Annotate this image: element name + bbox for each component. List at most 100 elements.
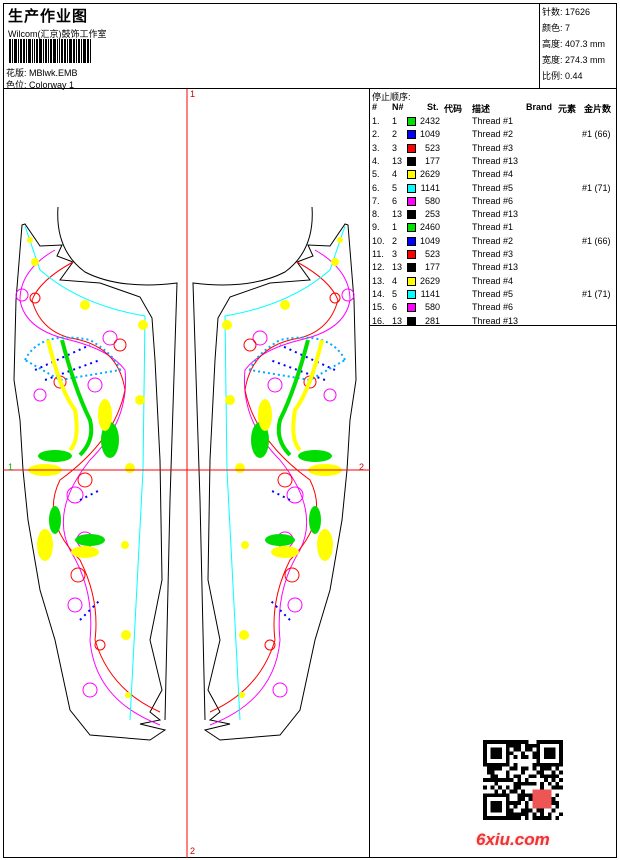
row-needle: 5 <box>392 288 398 299</box>
barcode-bar <box>45 39 47 63</box>
row-needle: 5 <box>392 182 398 193</box>
color-swatch <box>407 236 416 246</box>
design-preview: 1 1 2 2 <box>3 89 370 858</box>
row-index: 14. <box>372 288 385 299</box>
barcode-bar <box>67 39 68 63</box>
table-row: 5. 4 2629 Thread #4 <box>370 168 617 181</box>
row-needle: 13 <box>392 315 403 326</box>
barcode-bar <box>36 39 38 63</box>
row-index: 13. <box>372 275 385 286</box>
table-row: 13. 4 2629 Thread #4 <box>370 275 617 288</box>
barcode-bar <box>20 39 22 63</box>
stop-sequence-caption: 停止顺序: <box>372 92 411 102</box>
row-stitches: 580 <box>424 195 440 206</box>
row-description: Thread #13 <box>472 209 519 220</box>
row-stitches: 2432 <box>419 116 440 126</box>
row-description: Thread #2 <box>472 129 514 140</box>
barcode-bar <box>14 39 17 63</box>
table-row: 14. 5 1141 Thread #5 #1 (71) <box>370 288 617 301</box>
axis-label-top: 1 <box>190 89 196 99</box>
row-stitches: 2460 <box>419 222 440 233</box>
row-stitches: 281 <box>424 315 440 326</box>
row-stitches: 1049 <box>419 129 440 140</box>
col-brand: Brand <box>526 102 553 112</box>
row-needle: 2 <box>392 129 398 140</box>
row-needle: 13 <box>392 262 403 273</box>
table-row: 16. 13 281 Thread #13 <box>370 315 617 328</box>
page-frame <box>3 3 617 858</box>
barcode-bar <box>57 39 58 63</box>
barcode-bar <box>81 39 82 63</box>
design-file: 花版: MBlwk.EMB <box>6 66 78 79</box>
row-needle: 13 <box>392 209 403 220</box>
row-description: Thread #5 <box>472 288 514 299</box>
row-needle: 4 <box>392 169 398 180</box>
row-index: 2. <box>372 129 380 140</box>
row-index: 9. <box>372 222 380 233</box>
row-description: Thread #4 <box>472 275 514 286</box>
color-swatch <box>407 303 416 313</box>
table-row: 10. 2 1049 Thread #2 #1 (66) <box>370 235 617 248</box>
row-stitches: 1141 <box>420 182 440 193</box>
colorway: 色位: Colorway 1 <box>6 78 74 91</box>
header: 生产作业图 Wilcom(汇京)鼓饰工作室 花版: MBlwk.EMB 色位: … <box>3 3 617 91</box>
color-swatch <box>407 156 416 166</box>
row-description: Thread #1 <box>472 222 514 233</box>
barcode-bar <box>28 39 31 63</box>
barcode-bar <box>50 39 52 63</box>
colorway-label: 色位: <box>6 80 27 90</box>
col-description: 描述 <box>472 104 491 114</box>
row-description: Thread #6 <box>472 302 514 313</box>
row-needle: 3 <box>392 249 398 259</box>
info-height: 高度: 407.3 mm <box>542 39 606 49</box>
table-row: 8. 13 253 Thread #13 <box>370 208 617 221</box>
colorway-value: Colorway 1 <box>29 80 75 90</box>
row-needle: 2 <box>392 235 398 246</box>
barcode <box>9 39 104 63</box>
row-stitches: 177 <box>424 262 440 273</box>
barcode-bar <box>12 39 13 63</box>
stop-sequence-table: 停止顺序: # N# St. 代码 描述 Brand 元素 金片数 1. 1 2… <box>370 89 617 326</box>
row-needle: 1 <box>392 222 398 233</box>
axis-label-left: 1 <box>8 462 14 472</box>
col-element: 元素 <box>558 104 577 114</box>
row-index: 3. <box>372 142 380 153</box>
row-index: 5. <box>372 169 380 180</box>
table-row: 1. 1 2432 Thread #1 <box>370 115 617 128</box>
color-swatch <box>407 276 416 286</box>
company-name: Wilcom(汇京)鼓饰工作室 <box>8 29 107 39</box>
row-stitches: 523 <box>424 249 440 259</box>
table-row: 15. 6 580 Thread #6 <box>370 301 617 314</box>
row-stitches: 253 <box>424 209 440 220</box>
row-description: Thread #13 <box>472 262 519 273</box>
row-stitches: 580 <box>424 302 440 313</box>
row-needle: 1 <box>392 116 398 126</box>
table-row: 11. 3 523 Thread #3 <box>370 248 617 261</box>
row-stitches: 1049 <box>419 235 440 246</box>
axis-label-bottom: 2 <box>190 846 196 856</box>
embroidery-drawing <box>3 89 370 858</box>
info-colors: 颜色: 7 <box>542 23 571 33</box>
row-stitches: 177 <box>424 155 440 166</box>
barcode-bar <box>59 39 60 63</box>
row-stitches: 523 <box>424 142 440 153</box>
row-index: 7. <box>372 195 380 206</box>
design-info: 针数: 17626 颜色: 7 高度: 407.3 mm 宽度: 274.3 m… <box>539 3 617 88</box>
color-swatch <box>407 250 416 259</box>
page-title: 生产作业图 <box>8 8 89 25</box>
row-index: 11. <box>372 249 384 259</box>
table-row: 2. 2 1049 Thread #2 #1 (66) <box>370 128 617 141</box>
row-index: 10. <box>372 235 385 246</box>
row-index: 6. <box>372 182 380 193</box>
col-stitches: St. <box>427 102 439 112</box>
barcode-bar <box>78 39 80 63</box>
barcode-bar <box>83 39 86 63</box>
barcode-bar <box>32 39 33 63</box>
color-swatch <box>407 117 416 126</box>
row-index: 8. <box>372 209 380 220</box>
mirrored-piece <box>191 205 358 742</box>
table-row: 9. 1 2460 Thread #1 <box>370 221 617 234</box>
table-row: 7. 6 580 Thread #6 <box>370 195 617 208</box>
col-sequins: 金片数 <box>584 104 612 114</box>
barcode-bar <box>34 39 35 63</box>
